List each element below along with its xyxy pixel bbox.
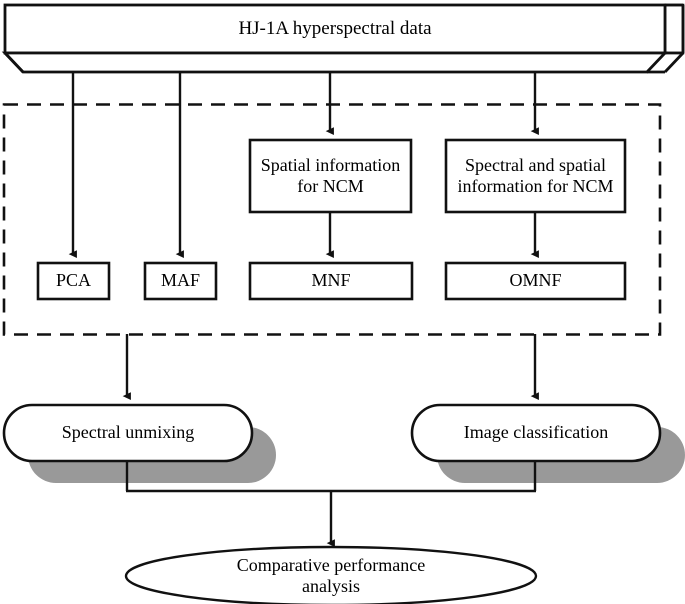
edge-applications-to-result <box>125 461 537 548</box>
maf-node <box>143 261 218 301</box>
source-node-shape <box>1 3 685 74</box>
pca-node <box>36 261 111 301</box>
mnf-node <box>248 261 414 301</box>
spectral-unmixing-node <box>2 403 254 463</box>
dashed-group-boundary <box>2 103 662 336</box>
spectral-spatial-info-node <box>444 138 627 214</box>
image-classification-node <box>410 403 662 463</box>
comparative-analysis-node <box>124 545 538 604</box>
omnf-node <box>444 261 627 301</box>
spatial-info-node <box>248 138 413 214</box>
